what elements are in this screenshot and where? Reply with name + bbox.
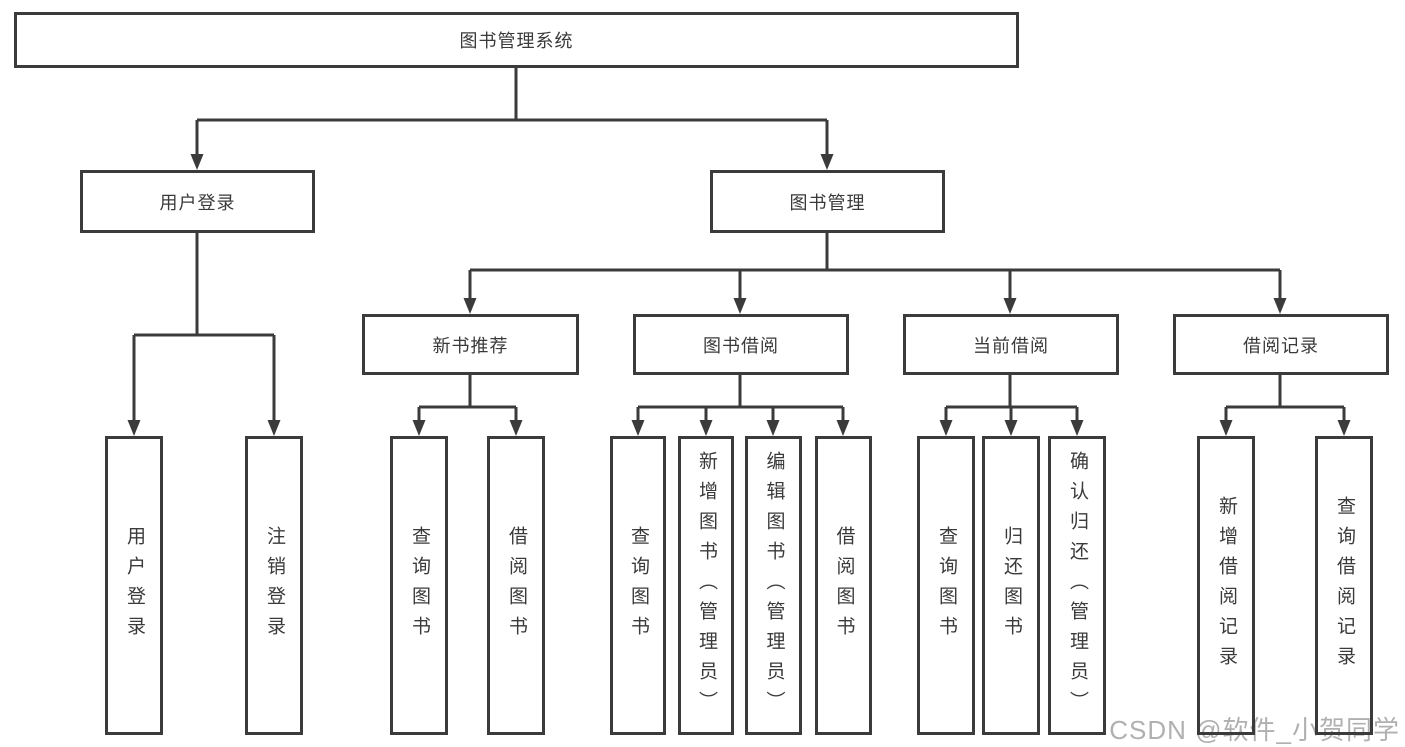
node-borrow-records-label: 借阅记录 — [1243, 335, 1319, 356]
node-root: 图书管理系统 — [14, 12, 1019, 68]
arrowhead-icon — [1003, 298, 1017, 314]
node-new-book-recommend-label: 新书推荐 — [432, 335, 509, 356]
leaf-user-login-label: 用户登录 — [124, 525, 145, 646]
leaf-confirm-return-admin: 确认归还（管理员） — [1048, 436, 1106, 735]
arrowhead-icon — [1273, 298, 1287, 314]
arrowhead-icon — [766, 420, 780, 436]
leaf-add-book-admin: 新增图书（管理员） — [678, 436, 734, 735]
node-root-label: 图书管理系统 — [459, 31, 574, 51]
leaf-add-borrow-record-label: 新增借阅记录 — [1216, 495, 1237, 676]
leaf-add-book-admin-label: 新增图书（管理员） — [696, 450, 717, 721]
leaf-edit-book-admin-label: 编辑图书（管理员） — [763, 450, 785, 721]
arrowhead-icon — [699, 420, 713, 436]
arrowhead-icon — [190, 154, 204, 170]
leaf-edit-book-admin: 编辑图书（管理员） — [745, 436, 802, 735]
arrowhead-icon — [733, 298, 747, 314]
leaf-query-borrow-record: 查询借阅记录 — [1315, 436, 1373, 735]
leaf-logout-label: 注销登录 — [264, 525, 285, 646]
leaf-borrow-books-recommend-label: 借阅图书 — [506, 525, 527, 646]
leaf-borrow-books-borrowing-label: 借阅图书 — [833, 525, 855, 646]
node-new-book-recommend: 新书推荐 — [362, 314, 579, 375]
leaf-return-book-label: 归还图书 — [1001, 525, 1022, 646]
node-user-login: 用户登录 — [80, 170, 315, 233]
leaf-borrow-books-borrowing: 借阅图书 — [815, 436, 872, 735]
node-book-management-label: 图书管理 — [789, 192, 866, 213]
tree-edges — [132, 68, 1346, 421]
leaf-query-books-borrowing: 查询图书 — [610, 436, 666, 735]
arrowhead-icon — [127, 420, 141, 436]
node-current-borrowing-label: 当前借阅 — [973, 335, 1049, 356]
leaf-query-books-current-label: 查询图书 — [936, 525, 957, 646]
leaf-query-borrow-record-label: 查询借阅记录 — [1334, 495, 1355, 676]
arrowhead-icon — [1219, 420, 1233, 436]
node-user-login-label: 用户登录 — [159, 192, 236, 213]
arrowheads — [127, 154, 1351, 436]
arrowhead-icon — [820, 154, 834, 170]
arrowhead-icon — [1004, 420, 1018, 436]
leaf-query-books-recommend: 查询图书 — [390, 436, 448, 735]
arrowhead-icon — [1070, 420, 1084, 436]
arrowhead-icon — [939, 420, 953, 436]
leaf-borrow-books-recommend: 借阅图书 — [487, 436, 545, 735]
node-book-borrowing: 图书借阅 — [633, 314, 849, 375]
arrowhead-icon — [836, 420, 850, 436]
leaf-logout: 注销登录 — [245, 436, 303, 735]
node-book-borrowing-label: 图书借阅 — [703, 335, 779, 356]
arrowhead-icon — [631, 420, 645, 436]
node-current-borrowing: 当前借阅 — [903, 314, 1119, 375]
leaf-return-book: 归还图书 — [982, 436, 1040, 735]
arrowhead-icon — [509, 420, 523, 436]
leaf-confirm-return-admin-label: 确认归还（管理员） — [1067, 450, 1088, 721]
arrowhead-icon — [463, 298, 477, 314]
node-book-management: 图书管理 — [710, 170, 945, 233]
node-borrow-records: 借阅记录 — [1173, 314, 1389, 375]
leaf-query-books-current: 查询图书 — [917, 436, 975, 735]
arrowhead-icon — [412, 420, 426, 436]
leaf-user-login: 用户登录 — [105, 436, 163, 735]
arrowhead-icon — [267, 420, 281, 436]
arrowhead-icon — [1337, 420, 1351, 436]
leaf-add-borrow-record: 新增借阅记录 — [1197, 436, 1255, 735]
leaf-query-books-recommend-label: 查询图书 — [409, 525, 430, 646]
leaf-query-books-borrowing-label: 查询图书 — [628, 525, 649, 646]
